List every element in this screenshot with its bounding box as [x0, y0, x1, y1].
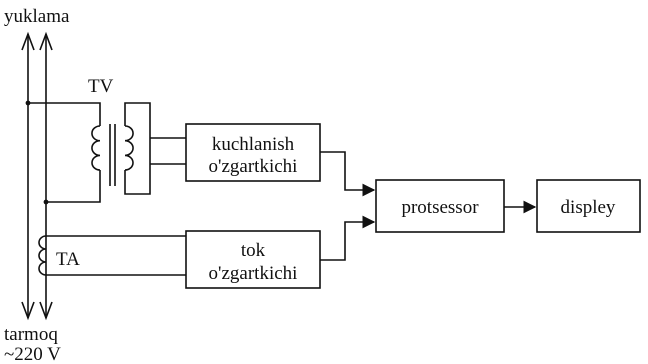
voltage-transformer — [28, 102, 186, 203]
voltage-converter-line1: kuchlanish — [212, 134, 295, 155]
conductor-left-top-arrow — [21, 31, 35, 51]
processor-label: protsessor — [401, 197, 479, 218]
ta-label: TA — [56, 249, 80, 270]
conductor-right-bottom-arrow — [39, 301, 53, 321]
conductor-right-top-arrow — [39, 31, 53, 51]
signal-wires — [320, 151, 537, 261]
current-transformer — [38, 235, 186, 276]
voltage-converter-line2: o'zgartkichi — [209, 156, 298, 177]
current-converter-block: tok o'zgartkichi — [185, 230, 321, 289]
current-to-processor-wire — [320, 215, 376, 261]
current-converter-line2: o'zgartkichi — [209, 263, 298, 284]
voltage-to-processor-wire — [320, 151, 376, 197]
current-converter-line1: tok — [241, 240, 266, 261]
main-conductors — [21, 31, 53, 321]
conductor-left-bottom-arrow — [21, 301, 35, 321]
display-label: displey — [561, 197, 616, 218]
voltage-converter-block: kuchlanish o'zgartkichi — [185, 123, 321, 182]
tv-label: TV — [88, 76, 114, 97]
mains-voltage-label: ~220 V — [4, 344, 61, 364]
processor-block: protsessor — [375, 179, 505, 233]
display-block: displey — [536, 179, 641, 233]
load-label: yuklama — [4, 6, 70, 27]
mains-name-label: tarmoq — [4, 324, 58, 345]
